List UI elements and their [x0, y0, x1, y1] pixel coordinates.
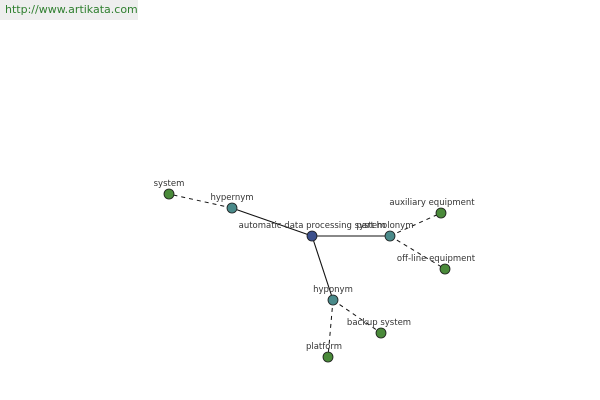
edge-center-to-hyponym: [311, 235, 334, 301]
node-label-hyponym[interactable]: hyponym: [313, 285, 353, 295]
nodes-layer: [163, 188, 451, 363]
node-hyponym[interactable]: [327, 294, 339, 306]
node-label-center[interactable]: automatic data processing system: [239, 221, 386, 231]
node-off-line-equipment[interactable]: [439, 263, 451, 275]
edge-center-to-hypernym: [231, 207, 313, 237]
labels-layer: automatic data processing system hypernym…: [154, 179, 476, 352]
node-label-platform[interactable]: platform: [306, 342, 342, 352]
edge-hyponym-to-platform: [327, 299, 334, 358]
node-system[interactable]: [163, 188, 175, 200]
node-label-part-holonym[interactable]: part holonym: [357, 221, 414, 231]
edge-hyponym-to-backup-system: [332, 299, 382, 334]
site-url-link[interactable]: http://www.artikata.com: [5, 3, 138, 16]
node-center[interactable]: [306, 230, 318, 242]
node-part-holonym[interactable]: [384, 230, 396, 242]
node-label-backup-system[interactable]: backup system: [347, 318, 411, 328]
node-backup-system[interactable]: [375, 327, 387, 339]
node-auxiliary-equipment[interactable]: [435, 207, 447, 219]
edge-part-holonym-to-auxiliary-equipment: [389, 212, 442, 237]
edge-hypernym-to-system: [168, 193, 233, 209]
node-platform[interactable]: [322, 351, 334, 363]
node-label-hypernym[interactable]: hypernym: [210, 193, 253, 203]
edges-layer: [168, 193, 446, 358]
node-label-auxiliary-equipment[interactable]: auxiliary equipment: [389, 198, 475, 208]
url-bar: http://www.artikata.com: [0, 0, 138, 20]
node-label-off-line-equipment[interactable]: off-line equipment: [397, 254, 476, 264]
node-label-system[interactable]: system: [154, 179, 185, 189]
edge-part-holonym-to-off-line-equipment: [389, 235, 446, 270]
node-hypernym[interactable]: [226, 202, 238, 214]
